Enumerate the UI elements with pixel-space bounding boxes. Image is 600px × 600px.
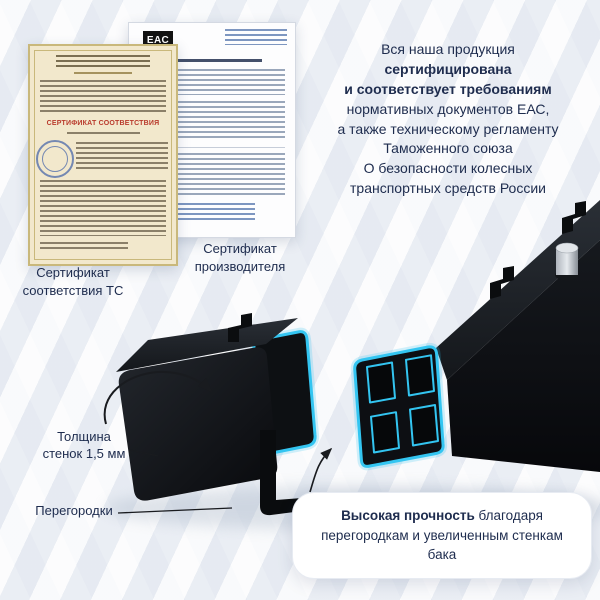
filler-neck — [555, 242, 579, 281]
mounting-bracket-icon — [228, 313, 252, 342]
tank-rear-section — [350, 200, 600, 472]
caption-conformity-certificate: Сертификат соответствия ТС — [8, 264, 138, 299]
headline-line: транспортных средств России — [350, 180, 546, 197]
cert-divider — [66, 132, 140, 134]
cert-text-lines — [225, 29, 287, 45]
label-line: Перегородки — [35, 503, 113, 518]
baffle-cross — [366, 354, 439, 454]
headline-line: нормативных документов ЕАС, — [346, 100, 550, 117]
strength-rest-text: благодаря перегородкам и увеличенным сте… — [321, 508, 563, 563]
certification-headline: Вся наша продукция сертифицирована и соо… — [302, 40, 594, 199]
strength-bold-text: Высокая прочность — [341, 508, 475, 523]
baffles-label: Перегородки — [24, 503, 124, 520]
curved-arrow-icon — [103, 370, 213, 425]
headline-line: Вся наша продукция — [381, 41, 515, 57]
caption-line: производителя — [194, 258, 286, 274]
cert-divider — [73, 72, 133, 74]
conformity-certificate: СЕРТИФИКАТ СООТВЕТСТВИЯ — [28, 44, 178, 266]
callout-arrows — [103, 370, 333, 514]
cert-text-lines — [40, 80, 166, 114]
tank-strap — [260, 430, 302, 516]
headline-line: О безопасности колесных — [363, 160, 533, 177]
stamp-icon — [36, 140, 74, 178]
cert-text-lines — [40, 242, 128, 250]
wall-thickness-label: Толщина стенок 1,5 мм — [28, 429, 140, 463]
baffles-leader-line — [117, 507, 233, 514]
wall-leader-line — [129, 449, 159, 457]
caption-line: Сертификат — [203, 241, 277, 256]
cert-text-lines — [56, 55, 150, 67]
strength-arrow-icon — [309, 447, 333, 493]
tank-front-section — [116, 313, 320, 516]
strength-callout-card: Высокая прочность благодаря перегородкам… — [292, 492, 592, 579]
caption-manufacturer-certificate: Сертификат производителя — [172, 240, 308, 275]
label-line: Толщина — [57, 429, 111, 444]
headline-line: Таможенного союза — [383, 140, 513, 157]
cert-text-lines — [40, 180, 166, 236]
cert-divider — [139, 147, 285, 148]
mounting-bracket-icon — [490, 266, 514, 299]
headline-line: а также техническому регламенту — [337, 120, 559, 137]
headline-line: и соответствует требованиям — [344, 80, 552, 97]
cert-title-line — [162, 59, 262, 62]
mounting-bracket-icon — [562, 201, 586, 234]
label-line: стенок 1,5 мм — [42, 445, 126, 461]
caption-line: соответствия ТС — [22, 282, 124, 298]
headline-line: сертифицирована — [384, 60, 512, 77]
cert-title: СЕРТИФИКАТ СООТВЕТСТВИЯ — [46, 120, 160, 127]
caption-line: Сертификат — [36, 265, 110, 280]
cert-text-lines — [76, 142, 168, 172]
